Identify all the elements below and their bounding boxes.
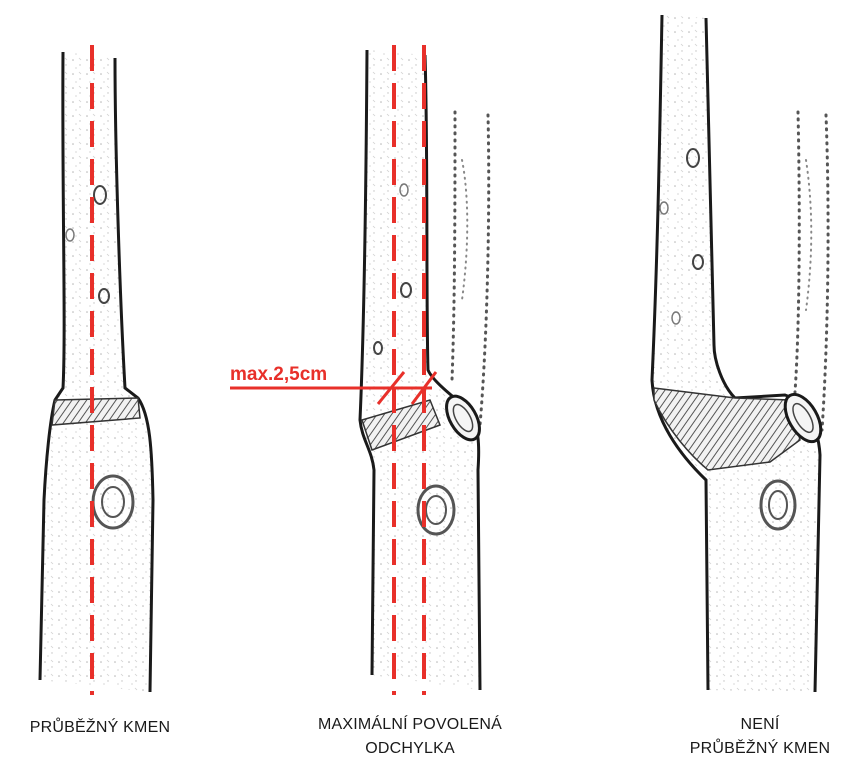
caption-not-through-leader: NENÍ PRŮBĚŽNÝ KMEN [670,713,850,761]
caption-max-deviation: MAXIMÁLNÍ POVOLENÁ ODCHYLKA [300,713,520,761]
measure-label: max.2,5cm [230,364,327,385]
caption-line: NENÍ [670,713,850,737]
panel-through-leader [40,45,153,695]
caption-line: MAXIMÁLNÍ POVOLENÁ [300,713,520,737]
panel-max-deviation: max.2,5cm [230,45,489,695]
panel-not-through-leader [652,15,828,692]
removed-branch-outline [795,112,828,430]
removed-branch-inner [806,160,811,310]
trunk-shape [652,15,820,692]
caption-through-leader: PRŮBĚŽNÝ KMEN [0,716,200,740]
trunk-shape [40,52,153,692]
caption-line: PRŮBĚŽNÝ KMEN [0,716,200,740]
trunk-shape [360,50,480,690]
caption-line: PRŮBĚŽNÝ KMEN [670,737,850,761]
removed-branch-inner [462,160,467,300]
caption-line: ODCHYLKA [300,737,520,761]
removed-branch-outline [452,112,489,425]
